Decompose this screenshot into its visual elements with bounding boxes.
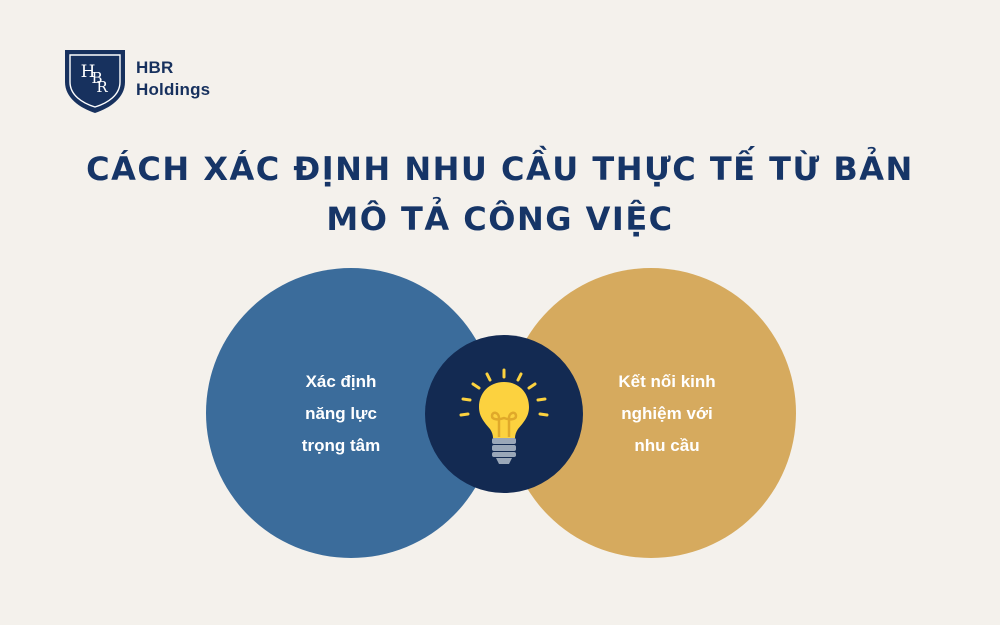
page-title: CÁCH XÁC ĐỊNH NHU CẦU THỰC TẾ TỪ BẢN MÔ … [86,150,914,238]
left-label-line: Xác định [305,372,377,391]
right-label-line: Kết nối kinh [618,372,716,391]
svg-text:H: H [81,62,96,82]
brand-line-1: HBR [136,58,174,77]
hbr-shield-logo-icon: H B R [65,50,125,113]
left-label-line: năng lực [305,404,377,423]
left-label-line: trọng tâm [301,436,381,455]
svg-text:R: R [96,78,108,96]
lightbulb-icon [459,368,549,464]
svg-text:B: B [91,69,102,87]
logo: H B R HBR Holdings [62,44,210,114]
right-label-line: nhu cầu [634,436,700,455]
right-label-line: nghiệm với [621,404,713,423]
brand-line-2: Holdings [136,80,211,99]
brand-name: HBR Holdings [136,57,210,101]
left-circle-label: Xác định năng lực trọng tâm [266,366,416,462]
right-circle-label: Kết nối kinh nghiệm với nhu cầu [582,366,752,462]
